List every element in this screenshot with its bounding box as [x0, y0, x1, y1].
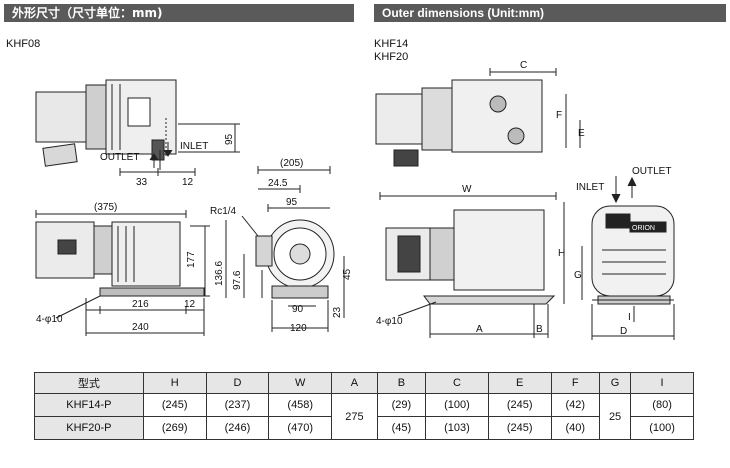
dim-f-label: F: [556, 110, 562, 121]
table-header-c: C: [425, 372, 489, 394]
dim-g-label: G: [574, 270, 582, 281]
table-cell-i: (80): [630, 393, 694, 417]
khf08-dim-216: 216: [132, 299, 149, 310]
khf14-inlet-label: INLET: [576, 182, 604, 193]
model-label-khf08: KHF08: [6, 38, 41, 50]
brand-logo-text: ORION: [632, 225, 655, 232]
khf08-dim-177: 177: [186, 251, 197, 268]
table-header-row: 型式 H D W A B C E F G I: [34, 372, 694, 394]
model-label-khf14: KHF14: [374, 38, 409, 50]
table-cell-a-shared: 275: [331, 393, 378, 440]
dimension-spec-table: 型式 H D W A B C E F G I KHF14-P (245) (23…: [34, 372, 694, 440]
table-cell-model: KHF14-P: [34, 393, 144, 417]
dim-w-label: W: [462, 184, 472, 195]
khf08-front-view: [225, 166, 345, 332]
table-cell-c: (100): [425, 393, 489, 417]
khf14-front-view: [581, 176, 675, 340]
table-header-e: E: [487, 372, 552, 394]
khf08-dimension-drawing: OUTLET INLET 95 33 12 (205) 24.5 95 Rc1/…: [35, 79, 353, 336]
dim-d-label: D: [620, 326, 627, 337]
khf14-side-view: [379, 192, 565, 338]
khf14-holes-label: 4-φ10: [376, 316, 403, 327]
table-header-f: F: [550, 372, 600, 394]
table-cell-c: (103): [425, 416, 489, 440]
table-cell-w: (458): [268, 393, 333, 417]
table-cell-f: (40): [550, 416, 600, 440]
table-cell-model: KHF20-P: [34, 416, 144, 440]
dim-a-label: A: [476, 324, 483, 335]
khf08-dim-12-top: 12: [182, 177, 194, 188]
table-header-i: I: [630, 372, 694, 394]
table-cell-w: (470): [268, 416, 333, 440]
table-header-d: D: [205, 372, 270, 394]
table-cell-d: (246): [205, 416, 270, 440]
table-header-a: A: [331, 372, 378, 394]
khf08-dim-120: 120: [290, 323, 307, 334]
khf08-dim-95-side: 95: [224, 133, 235, 145]
dim-b-label: B: [536, 324, 543, 335]
khf08-dim-12-bottom: 12: [184, 299, 196, 310]
khf08-dim-205: (205): [280, 158, 303, 169]
khf08-dim-24-5: 24.5: [268, 178, 288, 189]
khf08-dim-136-6: 136.6: [214, 261, 225, 286]
table-row: KHF14-P (245) (237) (458) 275 (29) (100)…: [34, 393, 694, 440]
table-cell-g-shared: 25: [598, 393, 632, 440]
khf08-dim-23: 23: [332, 306, 343, 318]
table-cell-f: (42): [550, 393, 600, 417]
table-cell-i: (100): [630, 416, 694, 440]
khf14-top-view: [375, 68, 581, 167]
table-header-w: W: [268, 372, 333, 394]
table-cell-h: (245): [142, 393, 207, 417]
table-header-model: 型式: [34, 372, 144, 394]
model-label-khf20: KHF20: [374, 51, 409, 63]
khf08-rc-label: Rc1/4: [210, 206, 237, 217]
table-header-b: B: [376, 372, 427, 394]
table-header-h: H: [142, 372, 207, 394]
khf08-dim-240: 240: [132, 322, 149, 333]
table-cell-e: (245): [487, 416, 552, 440]
table-header-g: G: [598, 372, 632, 394]
table-cell-d: (237): [205, 393, 270, 417]
table-cell-h: (269): [142, 416, 207, 440]
dim-e-label: E: [578, 128, 585, 139]
khf14-khf20-dimension-drawing: C F E W H G I A B D INLET OUTLET 4-φ10 O…: [375, 60, 675, 340]
khf08-dim-97-6: 97.6: [232, 270, 243, 290]
khf08-top-view: [35, 79, 240, 176]
khf08-inlet-label: INLET: [180, 141, 208, 152]
dim-c-label: C: [520, 60, 527, 71]
khf08-side-view: [35, 210, 210, 336]
table-cell-b: (29): [376, 393, 427, 417]
khf08-dim-375: (375): [94, 202, 117, 213]
khf08-outlet-label: OUTLET: [100, 152, 139, 163]
dim-h-label: H: [558, 248, 565, 259]
khf08-holes-label: 4-φ10: [36, 314, 63, 325]
dim-i-label: I: [628, 312, 631, 323]
section-title-chinese: 外形尺寸（尺寸单位：mm): [4, 4, 354, 22]
khf14-outlet-label: OUTLET: [632, 166, 671, 177]
khf08-dim-45: 45: [342, 268, 353, 280]
table-cell-e: (245): [487, 393, 552, 417]
khf08-dim-33: 33: [136, 177, 148, 188]
khf08-dim-95-front: 95: [286, 197, 298, 208]
khf08-dim-90: 90: [292, 304, 304, 315]
section-title-english: Outer dimensions (Unit:mm): [374, 4, 726, 22]
table-row: KHF20-P (269) (246) (470) (45) (103) (24…: [34, 416, 694, 440]
table-cell-b: (45): [376, 416, 427, 440]
